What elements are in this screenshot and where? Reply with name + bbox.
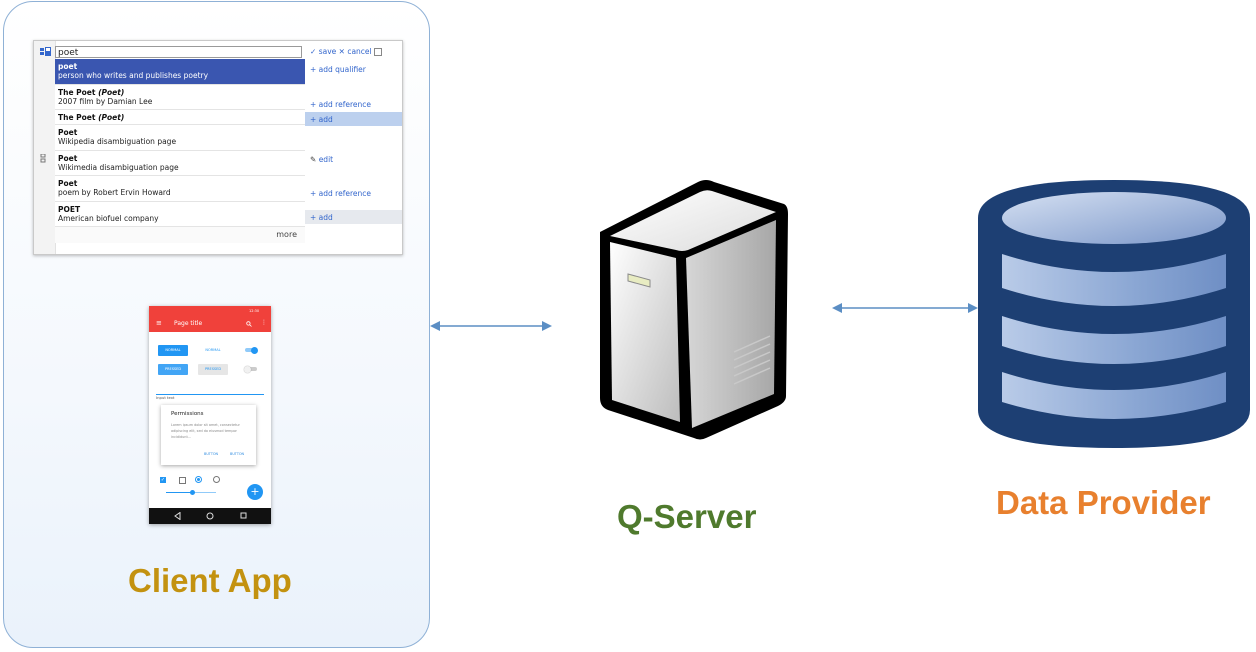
add-reference-link[interactable]: + add reference xyxy=(310,189,371,198)
suggestion-item[interactable]: POET American biofuel company xyxy=(55,201,305,227)
cancel-label[interactable]: cancel xyxy=(347,47,372,56)
statement-actions: ✓ save ✕ cancel + add qualifier + add re… xyxy=(305,41,402,254)
suggestion-item[interactable]: Poet Wikipedia disambiguation page xyxy=(55,125,305,151)
autocomplete-screenshot: poet poet person who writes and publishe… xyxy=(33,40,403,255)
slider[interactable] xyxy=(166,490,216,495)
suggestion-item[interactable]: Poet Wikimedia disambiguation page xyxy=(55,150,305,176)
suggestion-description: Wikipedia disambiguation page xyxy=(58,137,177,146)
more-link[interactable]: more xyxy=(55,227,305,243)
database-icon xyxy=(978,180,1250,448)
text-input[interactable]: Input text xyxy=(156,384,264,400)
normal-button[interactable]: NORMAL xyxy=(158,345,188,356)
close-icon: ✕ xyxy=(338,47,345,56)
rank-icon xyxy=(40,47,51,56)
suggestion-description: American biofuel company xyxy=(58,213,159,223)
dialog-button-1[interactable]: BUTTON xyxy=(204,452,219,456)
edit-button[interactable]: ✎ edit xyxy=(310,155,333,164)
add-qualifier-link[interactable]: + add qualifier xyxy=(310,65,366,74)
rank-icon-2 xyxy=(40,154,46,163)
search-icon[interactable] xyxy=(246,321,252,327)
gutter xyxy=(34,41,56,254)
pencil-icon: ✎ xyxy=(310,155,317,164)
normal-flat-button[interactable]: NORMAL xyxy=(205,348,221,352)
back-icon[interactable] xyxy=(174,512,181,520)
navigation-bar xyxy=(149,508,271,524)
suggestion-item[interactable]: The Poet (Poet) xyxy=(55,110,305,125)
permissions-dialog: Permissions Lorem ipsum dolor sit amet, … xyxy=(161,405,256,465)
radio-unchecked[interactable] xyxy=(213,476,220,483)
server-label: Q-Server xyxy=(617,498,757,535)
add-reference-link[interactable]: + add reference xyxy=(310,100,371,109)
save-button[interactable]: ✓ save ✕ cancel xyxy=(310,47,383,56)
suggestion-title: The Poet (Poet) xyxy=(58,87,125,97)
page-title: Page title xyxy=(174,320,203,327)
edit-label: edit xyxy=(318,155,334,164)
help-icon xyxy=(374,48,383,56)
add-row-band xyxy=(305,210,402,224)
server-data-arrow xyxy=(832,303,978,313)
search-input[interactable]: poet xyxy=(55,46,302,58)
server-icon xyxy=(600,180,788,440)
suggestion-title: Poet xyxy=(58,128,78,137)
data-provider-label: Data Provider xyxy=(996,484,1211,521)
app-bar: 12:30 ≡ Page title ⋮ xyxy=(149,306,271,332)
checkbox-unchecked[interactable] xyxy=(179,477,186,484)
suggestion-title: poet xyxy=(58,62,78,71)
checkbox-checked[interactable]: ✓ xyxy=(160,477,166,483)
dialog-button-2[interactable]: BUTTON xyxy=(230,452,245,456)
suggestion-title: POET xyxy=(58,204,81,214)
toggle-on[interactable] xyxy=(245,346,258,354)
suggestion-title: Poet xyxy=(58,179,78,188)
suggestion-item[interactable]: poet person who writes and publishes poe… xyxy=(55,59,305,85)
menu-icon[interactable]: ≡ xyxy=(156,319,162,327)
dialog-body: Lorem ipsum dolor sit amet, consectetur … xyxy=(171,423,240,439)
client-server-arrow xyxy=(430,321,552,331)
pressed-flat-button[interactable]: PRESSED xyxy=(198,364,228,375)
home-icon[interactable] xyxy=(206,512,214,520)
check-icon: ✓ xyxy=(310,47,317,56)
suggestion-description: 2007 film by Damian Lee xyxy=(58,96,153,106)
status-time: 12:30 xyxy=(249,309,260,313)
radio-checked[interactable] xyxy=(195,476,202,483)
input-text: Input text xyxy=(156,395,175,400)
suggestion-list: poet person who writes and publishes poe… xyxy=(55,59,305,243)
dialog-title: Permissions xyxy=(171,411,204,417)
suggestion-title: The Poet (Poet) xyxy=(58,113,125,122)
phone-screenshot: 12:30 ≡ Page title ⋮ NORMAL NORMAL PRESS… xyxy=(149,306,271,524)
client-app-label: Client App xyxy=(128,562,292,599)
fab-button[interactable]: + xyxy=(247,484,263,500)
add-link[interactable]: + add xyxy=(310,115,333,124)
toggle-off[interactable] xyxy=(244,365,257,373)
add-link[interactable]: + add xyxy=(310,213,333,222)
suggestion-item[interactable]: The Poet (Poet) 2007 film by Damian Lee xyxy=(55,84,305,110)
suggestion-description: person who writes and publishes poetry xyxy=(58,71,209,80)
save-label: save xyxy=(318,47,337,56)
add-row-highlight xyxy=(305,112,402,126)
pressed-button[interactable]: PRESSED xyxy=(158,364,188,375)
recents-icon[interactable] xyxy=(240,512,247,519)
suggestion-description: poem by Robert Ervin Howard xyxy=(58,188,171,197)
suggestion-item[interactable]: Poet poem by Robert Ervin Howard xyxy=(55,176,305,202)
suggestion-title: Poet xyxy=(58,153,78,163)
more-vert-icon[interactable]: ⋮ xyxy=(261,319,267,326)
suggestion-description: Wikimedia disambiguation page xyxy=(58,162,179,172)
